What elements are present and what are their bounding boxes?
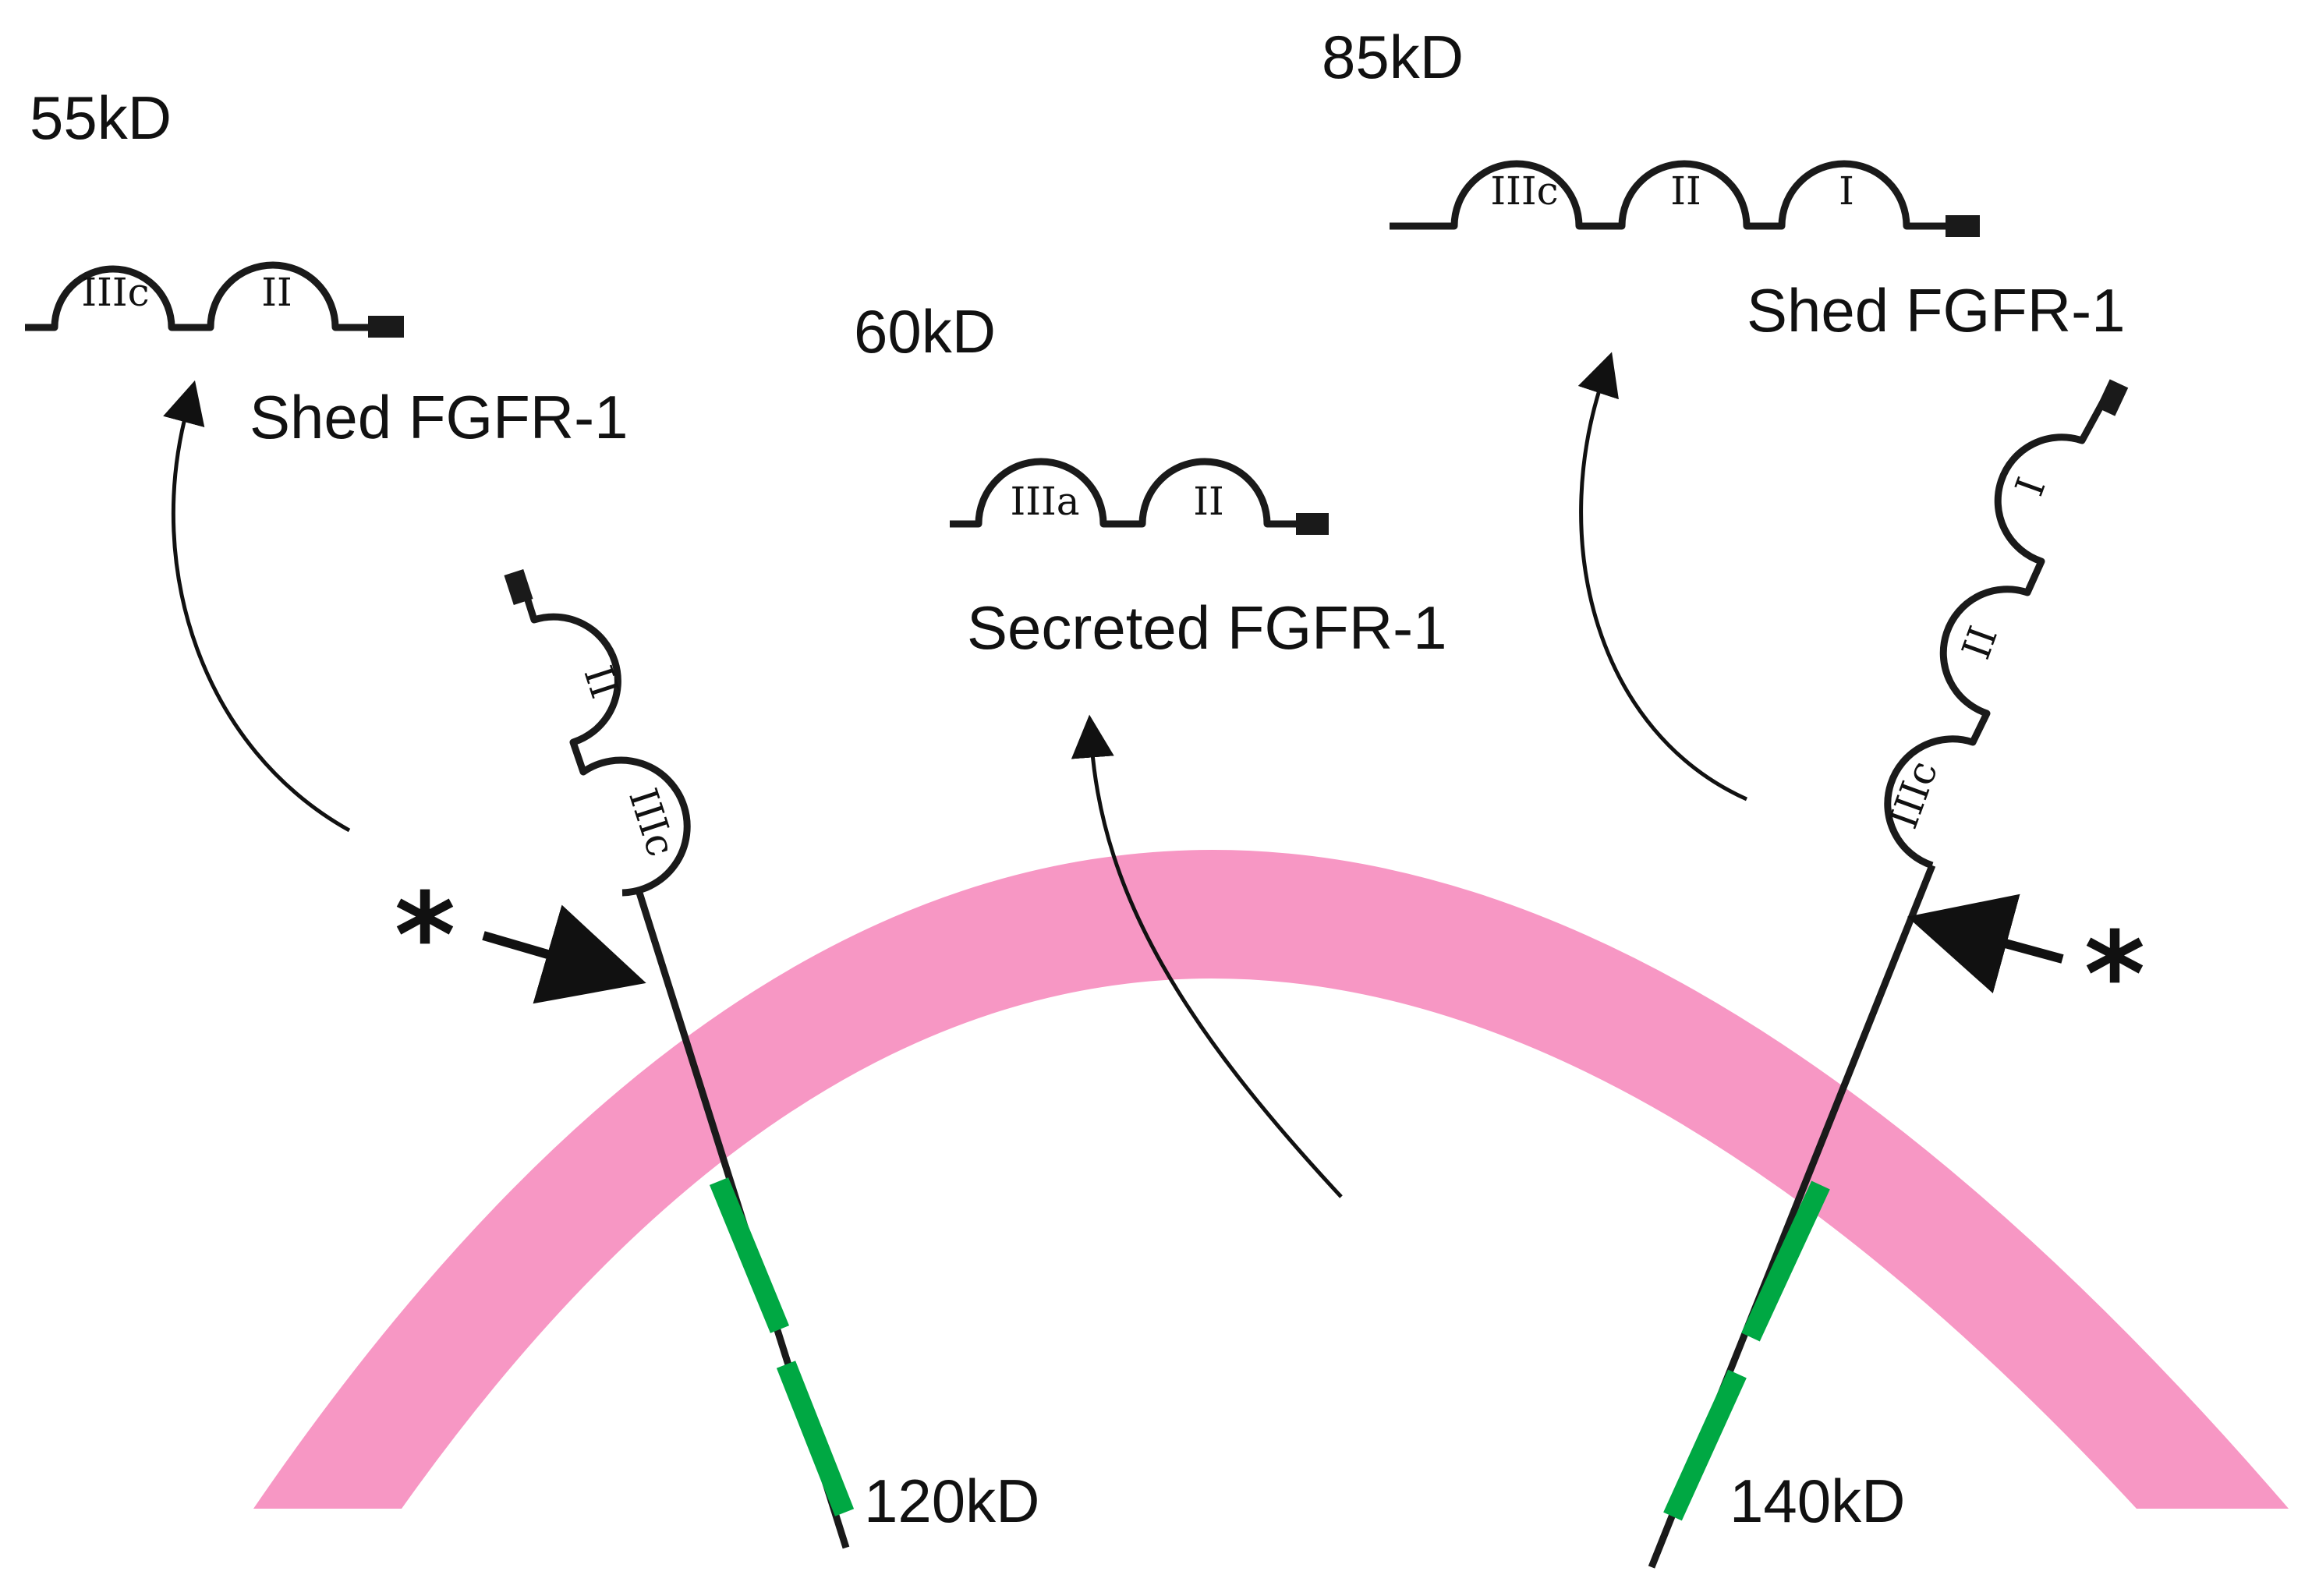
left-tm-segment-1 — [709, 1177, 790, 1333]
left-cleavage-asterisk: * — [395, 869, 455, 1004]
middle-secreted-fragment-domains — [950, 458, 1296, 528]
left-receptor-120kd: II IIIc 120kD — [504, 568, 1039, 1549]
right-receptor-signal-tip — [2096, 379, 2129, 416]
right-receptor-domain-ii: II — [1953, 621, 2006, 665]
right-receptor-domain-iiic: IIIc — [1881, 755, 1946, 834]
right-cleavage-site-arrow — [1907, 894, 2064, 994]
right-receptor-size-label: 140kD — [1730, 1467, 1905, 1535]
middle-secreted-size-label: 60kD — [854, 297, 996, 366]
right-tm-segment-1 — [1741, 1180, 1830, 1342]
left-shed-name-label: Shed FGFR-1 — [250, 383, 628, 451]
right-tm-segment-2 — [1663, 1369, 1747, 1521]
left-receptor-size-label: 120kD — [864, 1467, 1039, 1535]
left-shed-fragment: IIIc II 55kD Shed FGFR-1 — [25, 83, 628, 451]
right-receptor-extracellular-domains — [1884, 395, 2108, 869]
right-cleavage-asterisk: * — [2084, 908, 2145, 1043]
middle-secreted-name-label: Secreted FGFR-1 — [967, 593, 1447, 662]
right-receptor-140kd: IIIc II I 140kD — [1648, 379, 2129, 1569]
right-shed-domain-i: I — [1839, 168, 1854, 214]
right-shed-name-label: Shed FGFR-1 — [1747, 276, 2125, 345]
middle-secretion-arrow — [1071, 714, 1343, 1198]
middle-secreted-domain-iiia: IIIa — [1010, 479, 1079, 524]
middle-secreted-domain-ii: II — [1193, 479, 1224, 524]
left-receptor-domain-ii: II — [575, 660, 627, 704]
right-receptor-domain-i: I — [2006, 472, 2054, 501]
right-shed-fragment: IIIc II I 85kD Shed FGFR-1 — [1322, 23, 2125, 345]
left-receptor-signal-tip — [504, 568, 533, 606]
left-shedding-arrow — [163, 380, 351, 833]
left-shed-domain-ii: II — [261, 270, 292, 315]
middle-secreted-fragment-tip — [1296, 513, 1329, 535]
right-shed-fragment-tip — [1946, 215, 1980, 237]
middle-secreted-fragment: IIIa II 60kD Secreted FGFR-1 — [854, 297, 1447, 662]
cell-membrane-arc — [253, 850, 2289, 1509]
right-shed-domain-iiic: IIIc — [1490, 168, 1558, 214]
right-shedding-arrow — [1577, 352, 1748, 802]
right-shed-size-label: 85kD — [1322, 23, 1464, 91]
right-shed-domain-ii: II — [1670, 168, 1701, 214]
left-cleavage-site-arrow — [482, 904, 646, 1004]
left-tm-segment-2 — [776, 1361, 855, 1516]
left-receptor-domain-iiic: IIIc — [620, 783, 684, 862]
right-shed-fragment-domains — [1390, 160, 1946, 230]
left-receptor-extracellular-domains — [515, 572, 691, 897]
left-shed-fragment-domains — [25, 261, 368, 331]
left-shed-fragment-tip — [368, 316, 404, 338]
left-shed-domain-iiic: IIIc — [81, 270, 149, 315]
left-shed-size-label: 55kD — [30, 83, 172, 152]
